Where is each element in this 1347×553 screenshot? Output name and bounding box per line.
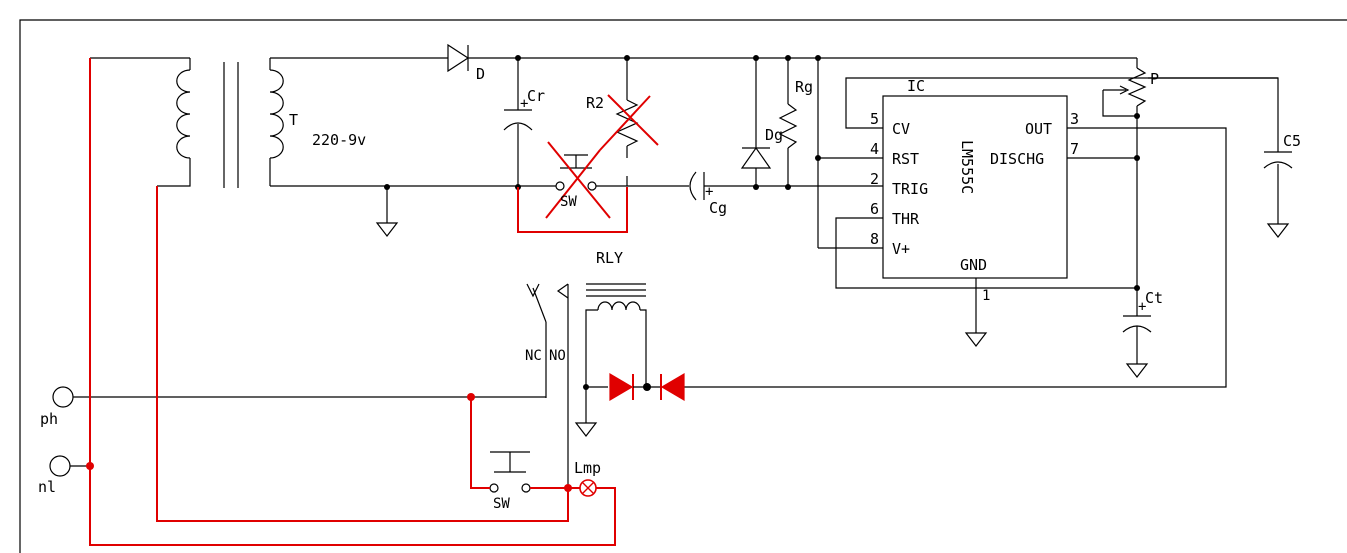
pin7-name: DISCHG bbox=[990, 150, 1044, 168]
relay-no-label: NO bbox=[549, 348, 566, 364]
phase-label: ph bbox=[40, 410, 58, 428]
neutral-junction bbox=[86, 462, 94, 470]
pin8-name: V+ bbox=[892, 240, 910, 258]
ct-label: Ct bbox=[1145, 289, 1163, 307]
bypass-wire-top bbox=[517, 187, 628, 233]
indicator-diodes bbox=[586, 372, 685, 402]
neutral-terminal bbox=[49, 455, 90, 477]
sw-bottom-label: SW bbox=[493, 496, 510, 512]
ct-plus: + bbox=[1138, 299, 1146, 315]
output-wire bbox=[682, 127, 1227, 388]
diode-dg bbox=[740, 55, 772, 190]
ic-555 bbox=[882, 95, 1068, 279]
diode-d-label: D bbox=[476, 65, 485, 83]
capacitor-ct bbox=[1122, 288, 1152, 378]
ground-symbol bbox=[375, 184, 399, 237]
cg-label: Cg bbox=[709, 199, 727, 217]
cg-plus: + bbox=[705, 184, 713, 200]
relay-coil bbox=[585, 283, 647, 387]
cr-plus: + bbox=[520, 96, 528, 112]
relay-nc-label: NC bbox=[525, 348, 542, 364]
pin3-number: 3 bbox=[1070, 110, 1079, 128]
frame-border bbox=[19, 19, 1347, 553]
transformer-label: T bbox=[289, 111, 298, 129]
dg-label: Dg bbox=[765, 126, 783, 144]
transformer bbox=[90, 57, 518, 188]
r2-label: R2 bbox=[586, 94, 604, 112]
pin1-number: 1 bbox=[982, 288, 990, 304]
resistor-rg bbox=[778, 55, 798, 190]
pot-label: P bbox=[1150, 70, 1159, 88]
pin6-name: THR bbox=[892, 210, 920, 228]
pin5-number: 5 bbox=[870, 110, 879, 128]
switch-added-wire bbox=[470, 397, 568, 489]
transformer-rating: 220-9v bbox=[312, 131, 366, 149]
sw-top-label: SW bbox=[560, 194, 577, 210]
sw-top-removed-mark bbox=[545, 141, 611, 219]
capacitor-cg bbox=[689, 171, 883, 201]
pin7-number: 7 bbox=[1070, 140, 1079, 158]
pin2-name: TRIG bbox=[892, 180, 928, 198]
switch-sw-bottom bbox=[489, 451, 531, 493]
vcc-wiring bbox=[815, 55, 1279, 289]
capacitor-cr bbox=[503, 55, 533, 190]
relay-label: RLY bbox=[596, 249, 623, 267]
relay-contacts bbox=[526, 283, 569, 488]
ic-label: IC bbox=[907, 77, 925, 95]
lamp-label: Lmp bbox=[574, 459, 601, 477]
pin4-number: 4 bbox=[870, 140, 879, 158]
pin4-name: RST bbox=[892, 150, 919, 168]
r2-removed-mark bbox=[599, 94, 659, 151]
pin5-name: CV bbox=[892, 120, 910, 138]
pin1-name: GND bbox=[960, 256, 987, 274]
neutral-label: nl bbox=[38, 478, 56, 496]
relay-ground bbox=[574, 384, 598, 437]
c5-label: C5 bbox=[1283, 132, 1301, 150]
phase-junction bbox=[467, 393, 475, 401]
rg-label: Rg bbox=[795, 78, 813, 96]
lamp bbox=[568, 479, 597, 497]
switch-sw-top bbox=[518, 154, 689, 191]
capacitor-c5 bbox=[1263, 128, 1293, 238]
transformer-added-wire bbox=[156, 186, 569, 522]
potentiometer-p bbox=[1102, 58, 1278, 291]
neutral-added-wire bbox=[89, 58, 616, 546]
cr-label: Cr bbox=[527, 87, 545, 105]
pin6-number: 6 bbox=[870, 200, 879, 218]
pin3-name: OUT bbox=[1025, 120, 1052, 138]
pin8-number: 8 bbox=[870, 230, 879, 248]
diode-d bbox=[447, 43, 1137, 73]
ic-ground bbox=[964, 278, 988, 347]
pin2-number: 2 bbox=[870, 170, 879, 188]
ic-part-number: LM555C bbox=[958, 140, 976, 194]
